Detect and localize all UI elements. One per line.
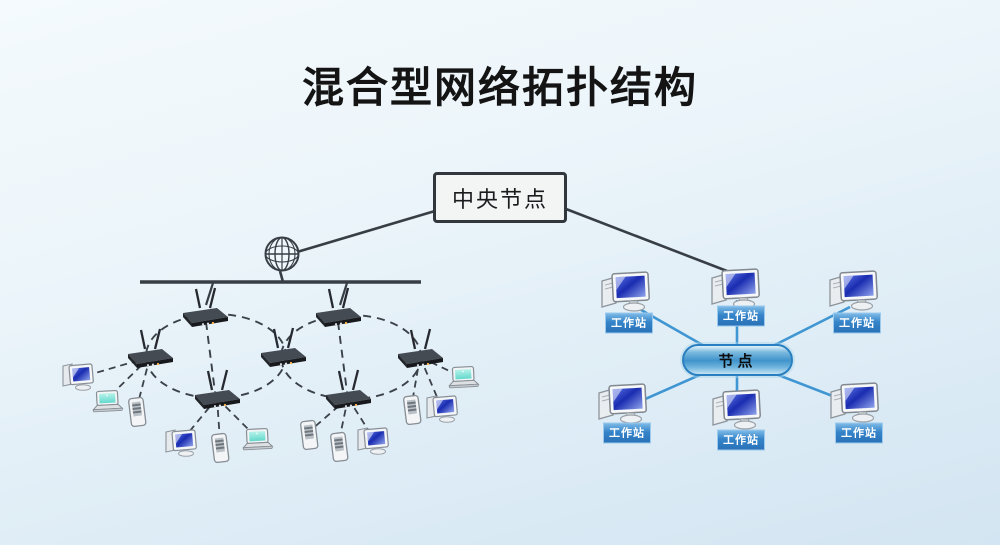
central-to-globe-link: [296, 209, 436, 254]
central-to-star-link: [565, 207, 728, 273]
workstation-computer-icon: [601, 271, 651, 312]
smartphone-icon: [299, 419, 319, 451]
ring-chord: [205, 321, 216, 393]
workstation-label: 工作站: [717, 429, 765, 451]
workstation-computer-icon: [712, 389, 762, 430]
backbone-links: [140, 207, 728, 306]
bus-to-router-link: [338, 282, 349, 306]
workstation-label: 工作站: [605, 312, 653, 334]
desktop-computer-icon: [426, 395, 459, 423]
workstation-label: 工作站: [835, 422, 883, 444]
router-icon: [324, 368, 373, 411]
desktop-computer-icon: [357, 427, 390, 455]
workstation-computer-icon: [598, 383, 648, 424]
router-icon: [193, 368, 242, 411]
workstation-label: 工作站: [603, 422, 651, 444]
star-hub-node: 节点: [682, 344, 793, 376]
laptop-icon: [91, 389, 124, 413]
smartphone-icon: [329, 431, 349, 463]
router-icon: [314, 286, 363, 329]
bus-to-router-link: [204, 282, 215, 306]
workstation-label: 工作站: [833, 312, 881, 334]
smartphone-icon: [127, 396, 147, 428]
router-icon: [126, 327, 175, 370]
central-node-box: 中央节点: [433, 172, 567, 223]
laptop-icon: [241, 427, 274, 451]
mesh-devices: [62, 363, 480, 464]
router-icon: [181, 286, 230, 329]
globe-icon: [264, 236, 300, 272]
router-icon: [396, 327, 445, 370]
desktop-computer-icon: [165, 429, 198, 457]
smartphone-icon: [210, 432, 230, 464]
laptop-icon: [447, 365, 480, 389]
ring-chord: [337, 321, 348, 393]
smartphone-icon: [402, 394, 422, 426]
workstation-computer-icon: [830, 382, 880, 423]
desktop-computer-icon: [62, 363, 95, 391]
workstation-label: 工作站: [717, 305, 765, 327]
workstation-computer-icon: [711, 268, 761, 309]
globe-stem-link: [278, 270, 285, 283]
page-title: 混合型网络拓扑结构: [301, 64, 698, 111]
workstation-computer-icon: [829, 270, 879, 311]
